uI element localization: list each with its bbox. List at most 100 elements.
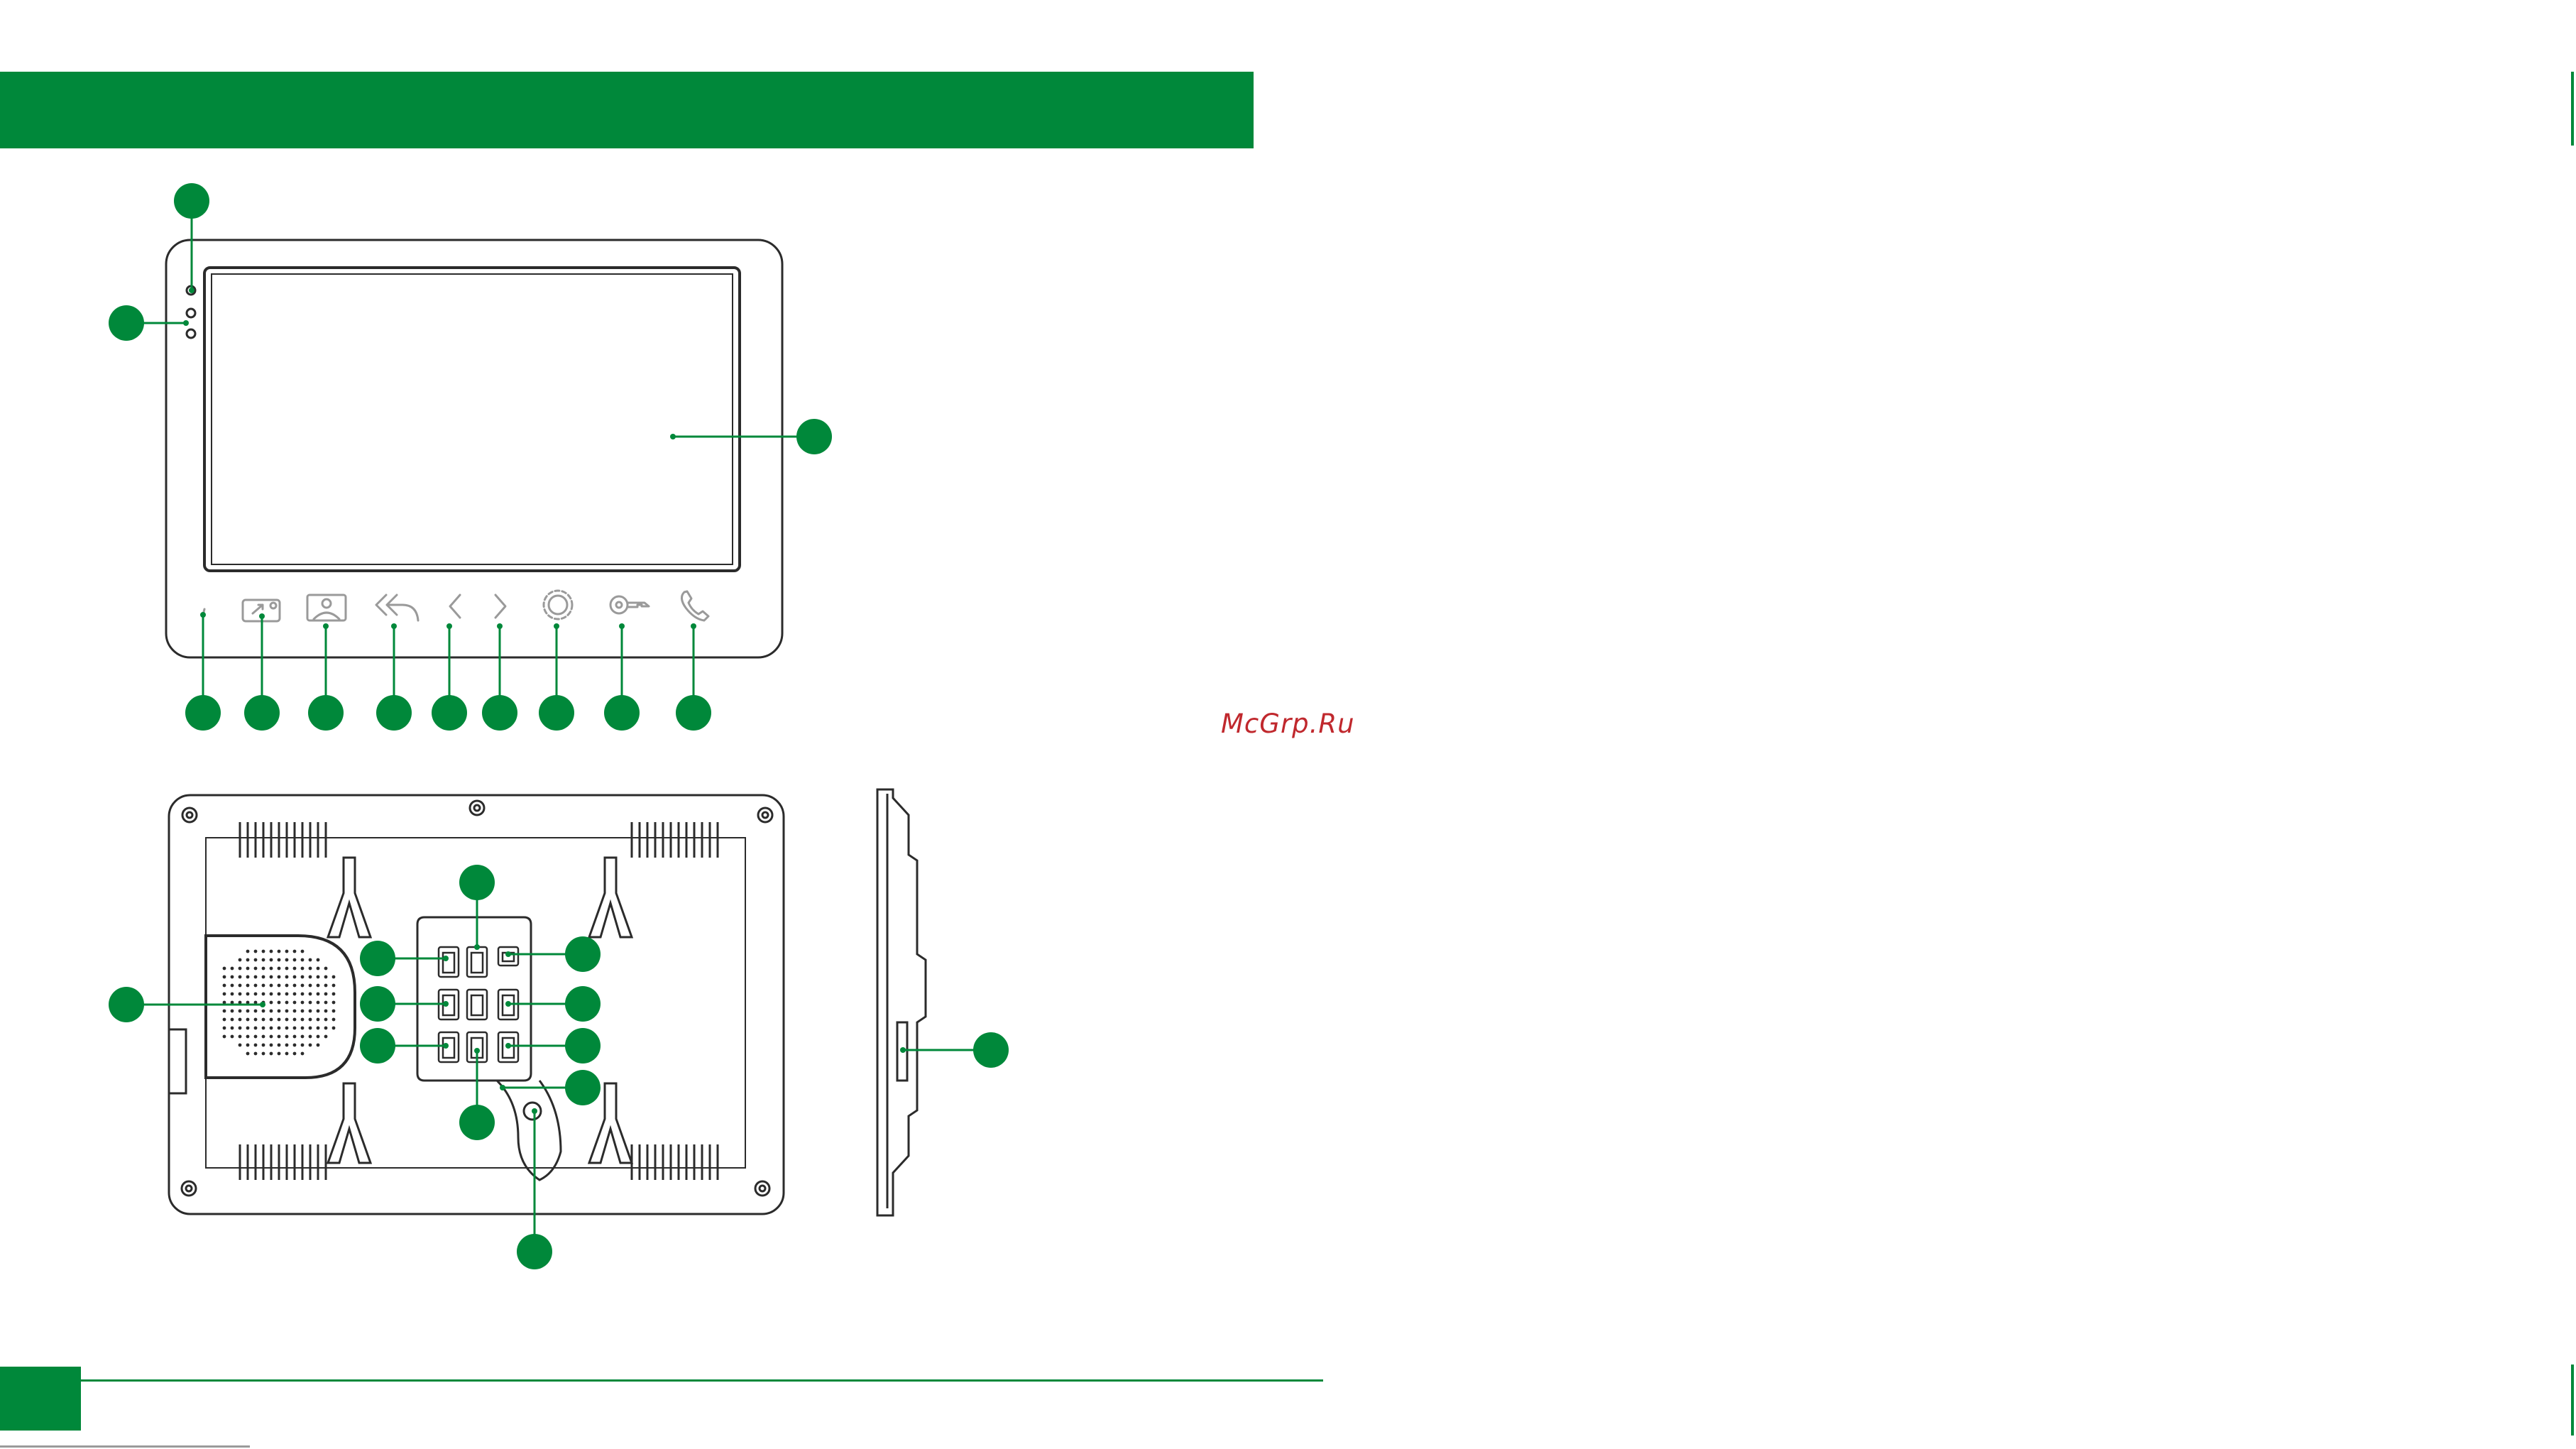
speaker-hole xyxy=(309,1018,312,1022)
speaker-hole xyxy=(246,967,250,970)
speaker-hole xyxy=(231,1035,234,1039)
speaker-hole xyxy=(270,1010,273,1013)
speaker-hole xyxy=(293,1052,297,1056)
speaker-hole xyxy=(285,1052,289,1056)
callout-marker xyxy=(796,419,832,454)
speaker-hole xyxy=(231,993,234,996)
speaker-hole xyxy=(254,975,258,979)
speaker-hole xyxy=(270,967,273,970)
callout-marker xyxy=(459,865,495,900)
speaker-hole xyxy=(324,1001,328,1005)
callouts xyxy=(109,183,1009,1269)
speaker-hole xyxy=(262,975,265,979)
speaker-hole xyxy=(309,993,312,996)
callout-anchor-dot xyxy=(554,623,559,629)
speaker-hole xyxy=(246,958,250,962)
speaker-hole xyxy=(293,1010,297,1013)
speaker-hole xyxy=(239,967,242,970)
speaker-hole xyxy=(239,993,242,996)
callout-anchor-dot xyxy=(183,320,189,326)
speaker-hole xyxy=(301,1052,305,1056)
callout-anchor-dot xyxy=(200,612,206,618)
photo-icon xyxy=(307,595,346,620)
speaker-hole xyxy=(254,984,258,988)
left-chevron-icon xyxy=(450,595,460,618)
callout-marker xyxy=(676,695,711,731)
callout-anchor-dot xyxy=(323,623,329,629)
speaker-hole xyxy=(293,950,297,953)
speaker-hole xyxy=(293,958,297,962)
speaker-hole xyxy=(278,1001,281,1005)
connector-pins xyxy=(443,953,454,973)
speaker-hole xyxy=(254,1044,258,1047)
speaker-hole xyxy=(309,1027,312,1030)
speaker-grille-housing xyxy=(206,936,355,1078)
speaker-hole xyxy=(270,993,273,996)
callout-anchor-dot xyxy=(900,1047,906,1053)
speaker-hole xyxy=(278,1018,281,1022)
speaker-hole xyxy=(332,984,336,988)
speaker-hole xyxy=(239,1027,242,1030)
callout-anchor-dot xyxy=(532,1108,537,1114)
callout-marker xyxy=(565,986,601,1022)
callout-marker xyxy=(360,941,395,976)
speaker-hole xyxy=(278,1052,281,1056)
speaker-hole xyxy=(317,1018,320,1022)
callout-anchor-dot xyxy=(391,623,397,629)
callout-marker xyxy=(459,1105,495,1140)
speaker-hole xyxy=(285,967,289,970)
speaker-hole xyxy=(301,958,305,962)
speaker-hole xyxy=(254,1027,258,1030)
speaker-hole xyxy=(246,984,250,988)
speaker-hole xyxy=(293,975,297,979)
callout-marker xyxy=(376,695,412,731)
speaker-hole xyxy=(301,975,305,979)
callout-marker xyxy=(482,695,517,731)
speaker-hole xyxy=(254,967,258,970)
speaker-hole xyxy=(332,993,336,996)
handset-icon xyxy=(681,591,708,620)
speaker-hole xyxy=(254,1018,258,1022)
speaker-hole xyxy=(254,950,258,953)
callout-marker xyxy=(973,1032,1009,1068)
speaker-hole xyxy=(262,984,265,988)
speaker-hole xyxy=(254,1035,258,1039)
callout-marker xyxy=(565,1028,601,1063)
speaker-hole xyxy=(223,1018,226,1022)
speaker-hole xyxy=(332,1027,336,1030)
speaker-hole xyxy=(317,984,320,988)
speaker-hole xyxy=(239,984,242,988)
speaker-hole xyxy=(285,1010,289,1013)
callout-marker xyxy=(565,1070,601,1105)
speaker-hole xyxy=(262,958,265,962)
speaker-hole xyxy=(239,975,242,979)
speaker-hole xyxy=(246,1018,250,1022)
speaker-hole xyxy=(324,993,328,996)
callout-marker xyxy=(174,183,209,219)
speaker-hole xyxy=(270,984,273,988)
callout-marker xyxy=(244,695,280,731)
speaker-hole xyxy=(309,984,312,988)
settings-gear-icon xyxy=(544,591,572,619)
speaker-hole xyxy=(285,1018,289,1022)
side-tab xyxy=(169,1029,186,1093)
callout-anchor-dot xyxy=(443,1001,449,1007)
speaker-hole xyxy=(301,967,305,970)
speaker-hole xyxy=(278,950,281,953)
speaker-hole xyxy=(285,1035,289,1039)
speaker-hole xyxy=(317,975,320,979)
speaker-hole xyxy=(317,967,320,970)
speaker-hole xyxy=(246,1035,250,1039)
side-view xyxy=(877,789,926,1215)
speaker-hole xyxy=(254,993,258,996)
speaker-hole xyxy=(301,950,305,953)
callout-marker xyxy=(565,936,601,972)
speaker-hole xyxy=(254,958,258,962)
callout-anchor-dot xyxy=(619,623,625,629)
speaker-hole xyxy=(293,1044,297,1047)
speaker-hole xyxy=(223,993,226,996)
cable-strain-relief xyxy=(497,1081,561,1180)
speaker-hole xyxy=(309,975,312,979)
speaker-hole xyxy=(262,950,265,953)
